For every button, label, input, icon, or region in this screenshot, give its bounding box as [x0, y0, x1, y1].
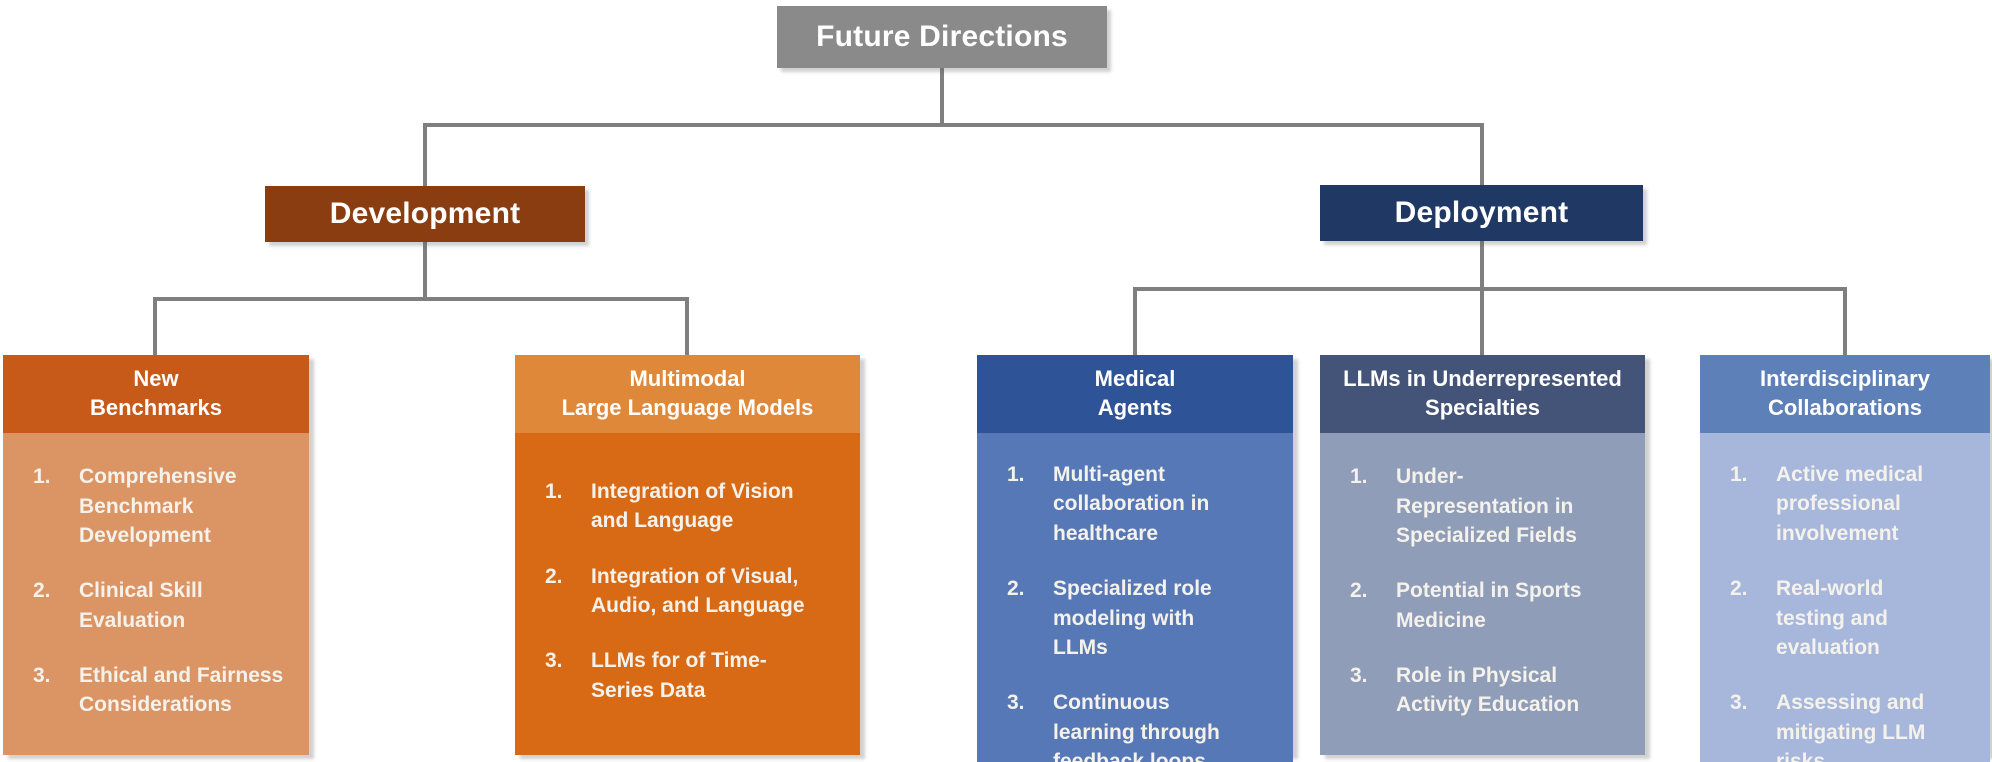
connector-to-development: [423, 123, 427, 187]
node-future-directions: Future Directions: [777, 6, 1107, 68]
list-item: 2. Real-world testing and evaluation: [1730, 574, 1950, 662]
list-item: 1. Multi-agent collaboration in healthca…: [1007, 460, 1253, 548]
connector-development-stem: [423, 242, 427, 299]
list-item-number: 3.: [33, 664, 51, 688]
connector-deployment-crossbar: [1133, 287, 1847, 291]
card-underrepresented-specialties: LLMs in Underrepresented Specialties 1. …: [1320, 355, 1645, 755]
list-item: 2. Clinical Skill Evaluation: [33, 576, 295, 635]
card-interdisciplinary-collaborations: Interdisciplinary Collaborations 1. Acti…: [1700, 355, 1990, 762]
list-item-text: LLMs for of Time-Series Data: [591, 649, 767, 702]
card-medical-agents-list: 1. Multi-agent collaboration in healthca…: [977, 433, 1293, 762]
card-multimodal-llms-list: 1. Integration of Vision and Language 2.…: [515, 433, 860, 755]
card-medical-agents-title: Medical Agents: [977, 355, 1293, 433]
list-item: 2. Specialized role modeling with LLMs: [1007, 574, 1253, 662]
node-development: Development: [265, 186, 585, 242]
list-item: 1. Active medical professional involveme…: [1730, 460, 1950, 548]
connector-to-interdisciplinary: [1843, 287, 1847, 356]
list-item-number: 3.: [545, 649, 563, 673]
list-item: 2. Potential in Sports Medicine: [1350, 576, 1605, 635]
list-item-number: 1.: [1007, 463, 1025, 486]
list-item-number: 2.: [1350, 579, 1368, 603]
list-item-text: Specialized role modeling with LLMs: [1053, 577, 1212, 659]
card-interdisciplinary-collaborations-title: Interdisciplinary Collaborations: [1700, 355, 1990, 433]
list-item-number: 2.: [1007, 577, 1025, 601]
card-interdisciplinary-collaborations-list: 1. Active medical professional involveme…: [1700, 433, 1990, 762]
list-item-text: Assessing and mitigating LLM risks: [1776, 691, 1926, 762]
connector-to-new-benchmarks: [153, 297, 157, 356]
card-multimodal-llms: Multimodal Large Language Models 1. Inte…: [515, 355, 860, 755]
node-development-label: Development: [329, 197, 521, 230]
list-item-number: 1.: [1350, 465, 1368, 489]
list-item-number: 3.: [1350, 664, 1368, 688]
list-item: 3. Assessing and mitigating LLM risks: [1730, 688, 1950, 762]
list-item: 1. Under-Representation in Specialized F…: [1350, 462, 1605, 550]
list-item-text: Comprehensive Benchmark Development: [79, 465, 237, 547]
connector-root-crossbar: [423, 123, 1484, 127]
connector-development-crossbar: [153, 297, 689, 301]
card-new-benchmarks-list: 1. Comprehensive Benchmark Development 2…: [3, 433, 309, 755]
list-item: 1. Integration of Vision and Language: [545, 477, 810, 536]
connector-to-medical-agents: [1133, 287, 1137, 356]
list-item-text: Active medical professional involvement: [1776, 463, 1924, 545]
list-item-text: Integration of Vision and Language: [591, 479, 794, 533]
list-item-number: 2.: [33, 579, 51, 603]
card-multimodal-llms-title: Multimodal Large Language Models: [515, 355, 860, 433]
list-item-text: Role in Physical Activity Education: [1396, 664, 1580, 717]
list-item: 3. LLMs for of Time-Series Data: [545, 646, 810, 705]
list-item-number: 2.: [545, 564, 563, 588]
list-item-text: Under-Representation in Specialized Fiel…: [1396, 465, 1577, 547]
card-underrepresented-specialties-title: LLMs in Underrepresented Specialties: [1320, 355, 1645, 433]
list-item-number: 2.: [1730, 577, 1748, 601]
list-item-text: Multi-agent collaboration in healthcare: [1053, 463, 1210, 545]
card-new-benchmarks-title: New Benchmarks: [3, 355, 309, 433]
list-item-number: 1.: [1730, 463, 1748, 486]
connector-to-deployment: [1480, 123, 1484, 186]
node-deployment-label: Deployment: [1394, 196, 1569, 229]
list-item-number: 1.: [545, 479, 563, 503]
connector-to-multimodal-llms: [685, 297, 689, 356]
list-item-number: 3.: [1730, 691, 1748, 715]
connector-deployment-stem: [1480, 241, 1484, 289]
list-item: 2. Integration of Visual, Audio, and Lan…: [545, 562, 810, 621]
node-future-directions-label: Future Directions: [816, 20, 1068, 53]
list-item-text: Clinical Skill Evaluation: [79, 579, 203, 632]
connector-to-underrepresented: [1480, 287, 1484, 356]
list-item-text: Potential in Sports Medicine: [1396, 579, 1582, 632]
list-item: 3. Ethical and Fairness Considerations: [33, 661, 295, 720]
list-item: 3. Role in Physical Activity Education: [1350, 661, 1605, 720]
list-item-text: Integration of Visual, Audio, and Langua…: [591, 564, 805, 617]
card-new-benchmarks: New Benchmarks 1. Comprehensive Benchmar…: [3, 355, 309, 755]
card-underrepresented-specialties-list: 1. Under-Representation in Specialized F…: [1320, 433, 1645, 755]
list-item-text: Ethical and Fairness Considerations: [79, 664, 284, 717]
node-deployment: Deployment: [1320, 185, 1643, 241]
card-medical-agents: Medical Agents 1. Multi-agent collaborat…: [977, 355, 1293, 762]
list-item-number: 3.: [1007, 691, 1025, 715]
connector-root-stem: [940, 68, 944, 125]
list-item-number: 1.: [33, 465, 51, 489]
list-item: 1. Comprehensive Benchmark Development: [33, 462, 295, 550]
list-item-text: Real-world testing and evaluation: [1776, 577, 1889, 659]
list-item: 3. Continuous learning through feedback …: [1007, 688, 1253, 762]
list-item-text: Continuous learning through feedback loo…: [1053, 691, 1220, 762]
